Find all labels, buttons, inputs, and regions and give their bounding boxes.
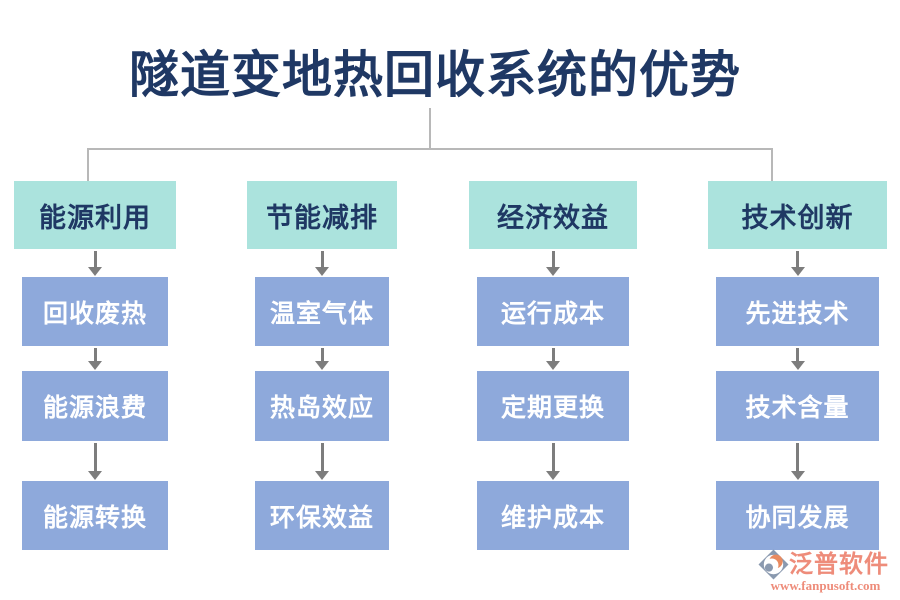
header-box: 技术创新 — [708, 181, 887, 249]
item-box: 协同发展 — [716, 481, 879, 550]
column-energy-use: 能源利用 回收废热 能源浪费 能源转换 — [14, 181, 176, 550]
fanpu-logo-icon — [758, 549, 789, 580]
down-arrow-icon — [320, 249, 324, 277]
item-box: 热岛效应 — [255, 371, 389, 441]
down-arrow-icon — [551, 441, 555, 481]
watermark-brand-text: 泛普软件 — [789, 551, 889, 578]
down-arrow-icon — [320, 441, 324, 481]
down-arrow-icon — [93, 441, 97, 481]
watermark: 泛普软件 www.fanpusoft.com — [758, 549, 893, 594]
connector-title-drop-line — [429, 108, 431, 149]
down-arrow-icon — [93, 346, 97, 371]
connector-right-drop-line — [771, 149, 773, 182]
header-box: 能源利用 — [14, 181, 176, 249]
header-box: 节能减排 — [247, 181, 397, 249]
down-arrow-icon — [796, 249, 799, 277]
connector-horizontal-line — [87, 148, 773, 150]
item-box: 运行成本 — [477, 277, 629, 346]
item-box: 回收废热 — [22, 277, 168, 346]
item-box: 定期更换 — [477, 371, 629, 441]
item-box: 能源浪费 — [22, 371, 168, 441]
item-box: 温室气体 — [255, 277, 389, 346]
header-box: 经济效益 — [469, 181, 637, 249]
down-arrow-icon — [796, 441, 799, 481]
item-box: 能源转换 — [22, 481, 168, 550]
connector-left-drop-line — [87, 149, 89, 182]
column-energy-saving: 节能减排 温室气体 热岛效应 环保效益 — [247, 181, 397, 550]
down-arrow-icon — [551, 249, 555, 277]
down-arrow-icon — [93, 249, 97, 277]
item-box: 技术含量 — [716, 371, 879, 441]
column-tech-innovation: 技术创新 先进技术 技术含量 协同发展 — [708, 181, 887, 550]
down-arrow-icon — [320, 346, 324, 371]
item-box: 先进技术 — [716, 277, 879, 346]
item-box: 维护成本 — [477, 481, 629, 550]
page-title: 隧道变地热回收系统的优势 — [129, 47, 741, 103]
down-arrow-icon — [551, 346, 555, 371]
item-box: 环保效益 — [255, 481, 389, 550]
watermark-url-text: www.fanpusoft.com — [770, 578, 881, 593]
column-economic-benefit: 经济效益 运行成本 定期更换 维护成本 — [469, 181, 637, 550]
down-arrow-icon — [796, 346, 799, 371]
